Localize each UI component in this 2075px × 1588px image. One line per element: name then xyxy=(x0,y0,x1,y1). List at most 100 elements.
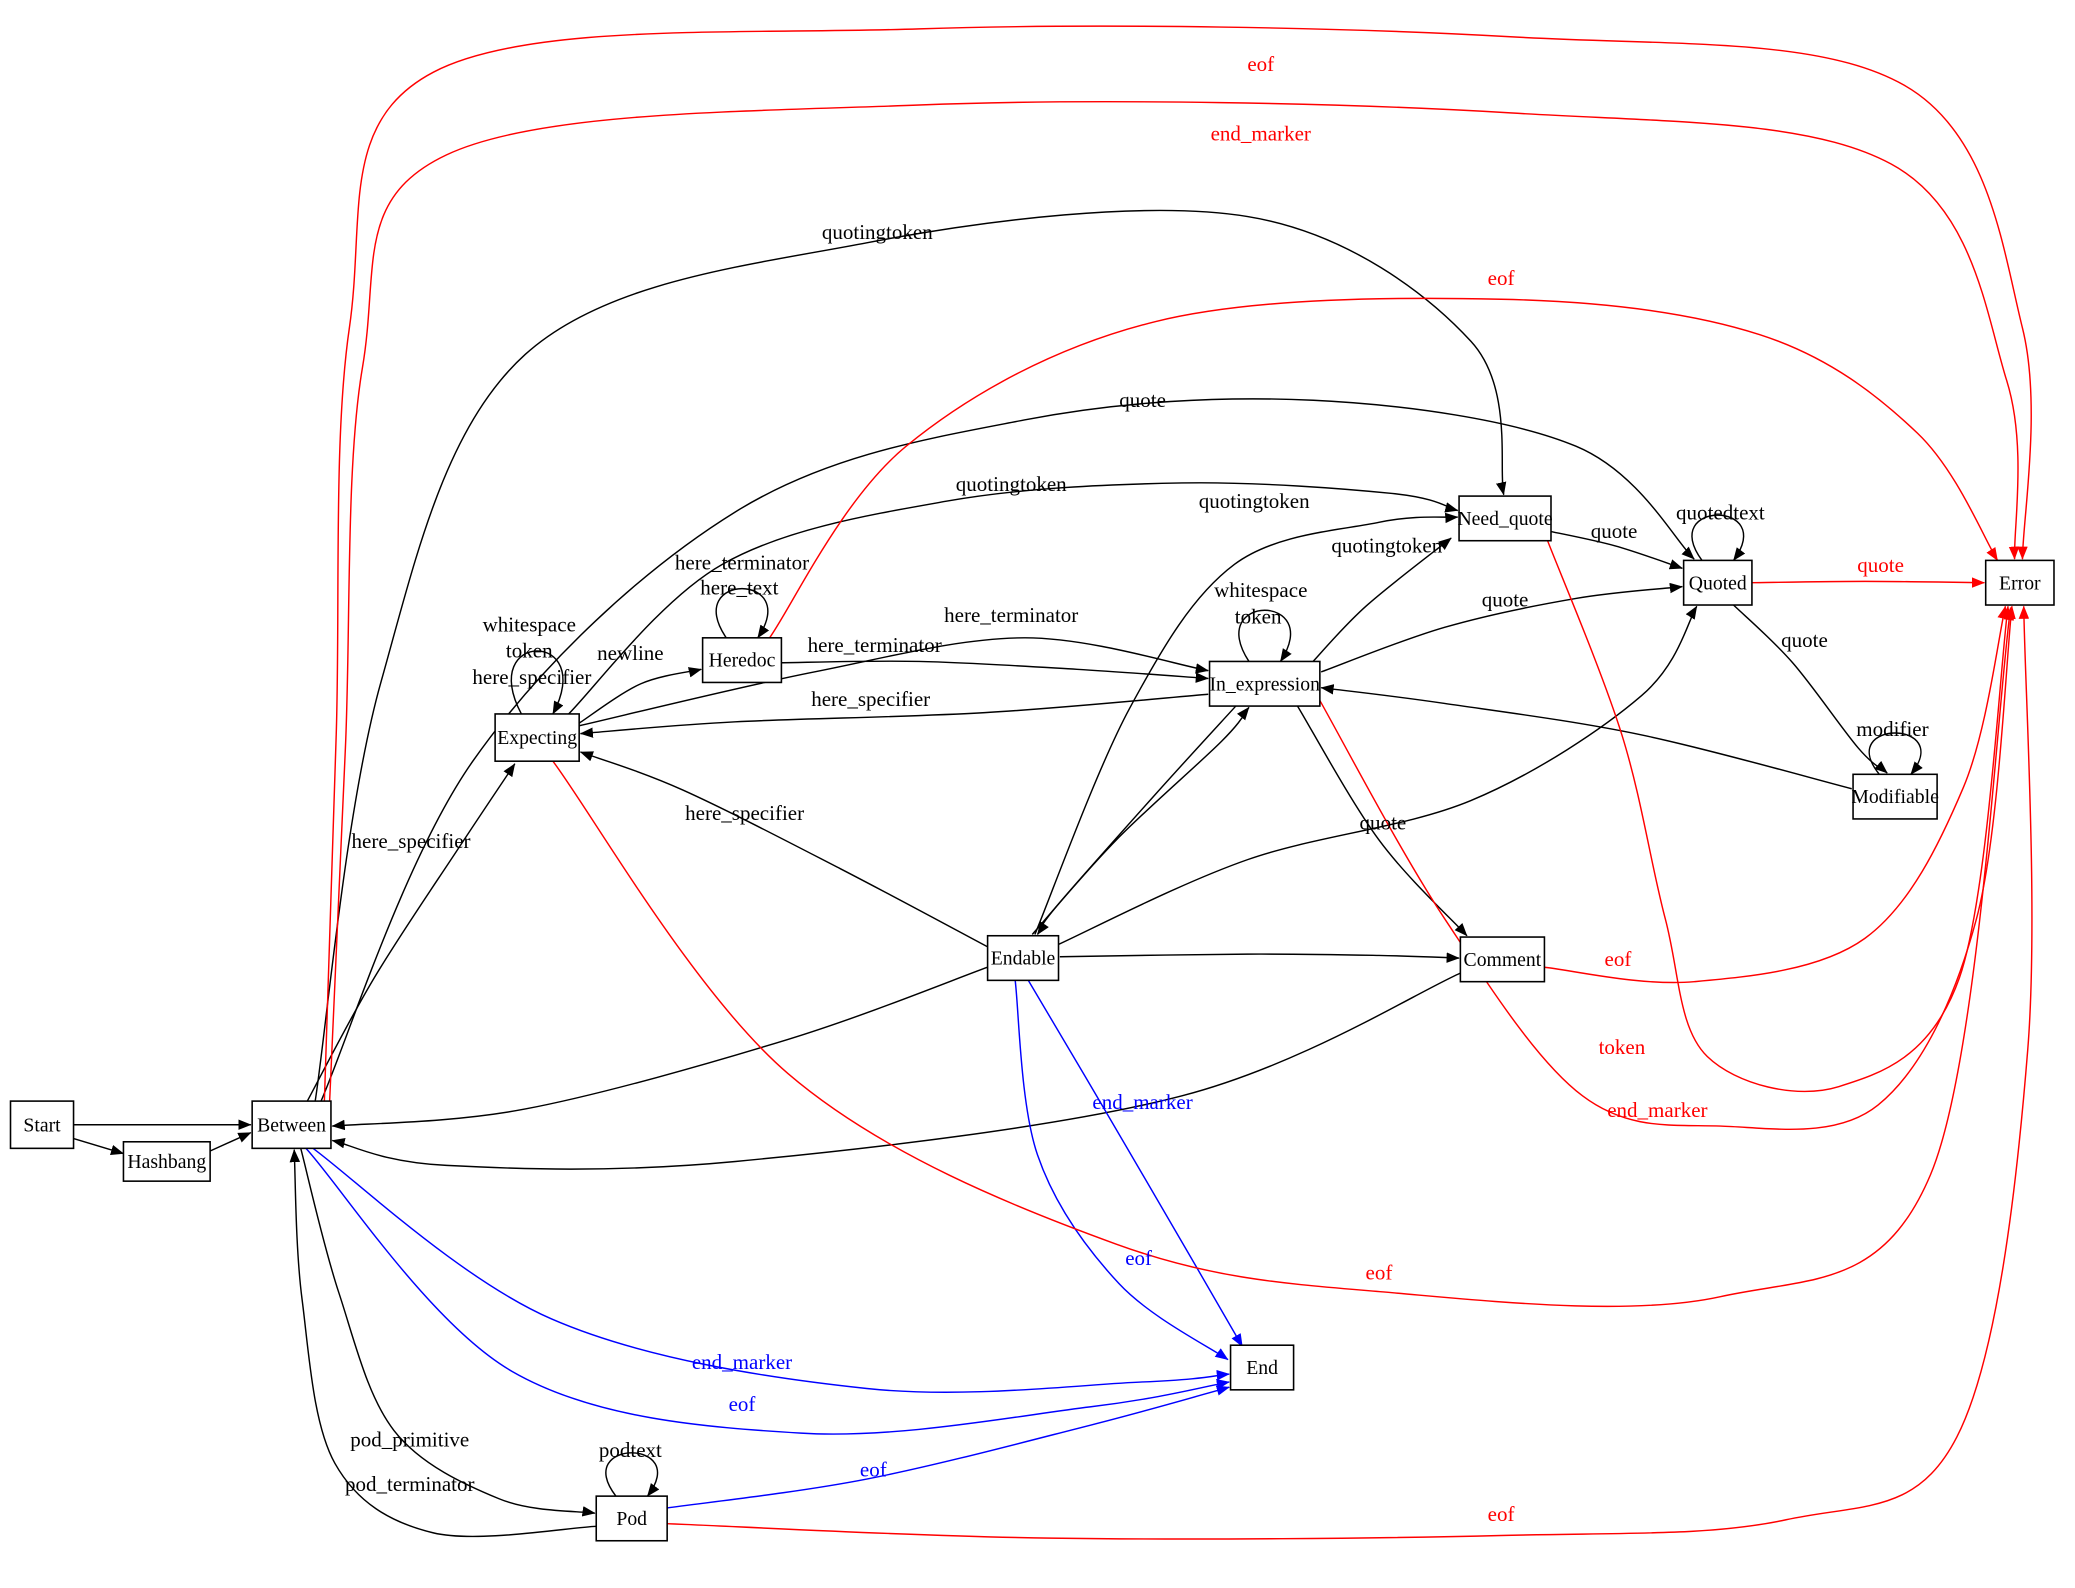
edge-endable-end-end_marker xyxy=(1027,979,1243,1348)
node-box-end xyxy=(1229,1344,1295,1391)
node-heredoc: Heredoc xyxy=(701,637,783,684)
edge-label-quotingtoken: quotingtoken xyxy=(822,220,933,244)
edge-label-here_specifier: here_specifier xyxy=(352,829,471,853)
node-box-start xyxy=(9,1100,75,1150)
edge-label-quote: quote xyxy=(1781,628,1828,652)
node-between: Between xyxy=(251,1100,332,1150)
node-box-heredoc xyxy=(701,637,783,684)
edge-label-here_specifier: here_specifier xyxy=(472,665,591,689)
edge-expecting-error-eof xyxy=(552,606,2015,1308)
edge-quoted-modifiable-quote xyxy=(1733,604,1888,774)
node-label-pod: Pod xyxy=(616,1508,647,1530)
edge-between-error-eof xyxy=(323,25,2032,1102)
edge-label-eof: eof xyxy=(729,1392,756,1416)
node-endable: Endable xyxy=(986,934,1060,982)
node-label-need_quote: Need_quote xyxy=(1457,508,1552,530)
edges-layer xyxy=(66,25,2033,1540)
edge-label-whitespace: whitespace xyxy=(483,612,576,636)
node-box-endable xyxy=(986,934,1060,982)
edge-expecting-in_expression-here_terminator xyxy=(579,637,1209,727)
edge-comment-error-eof xyxy=(1544,605,2008,984)
edge-heredoc-heredoc-here_terminator xyxy=(715,588,770,639)
edge-endable-between xyxy=(331,966,988,1131)
node-in_expression: In_expression xyxy=(1208,660,1321,707)
edge-pod-pod-podtext xyxy=(605,1452,660,1497)
edge-label-here_specifier: here_specifier xyxy=(811,687,930,711)
node-hashbang: Hashbang xyxy=(122,1140,211,1182)
node-box-need_quote xyxy=(1458,495,1552,542)
edge-label-eof: eof xyxy=(1247,52,1274,76)
node-box-pod xyxy=(595,1495,668,1542)
edge-heredoc-in_expression-here_terminator xyxy=(781,660,1209,683)
node-label-error: Error xyxy=(1999,572,2041,594)
edge-in_expression-endable xyxy=(1036,705,1237,935)
edge-pod-error-eof xyxy=(667,605,2033,1540)
node-modifiable: Modifiable xyxy=(1851,773,1939,820)
edge-between-quoted-quote xyxy=(319,398,1695,1103)
node-error: Error xyxy=(1984,559,2055,606)
edge-between-error-end_marker xyxy=(328,101,2020,1102)
node-box-expecting xyxy=(494,713,580,762)
edge-expecting-need_quote-quotingtoken xyxy=(566,482,1459,716)
node-start: Start xyxy=(9,1100,75,1150)
edge-label-quote: quote xyxy=(1591,519,1638,543)
node-comment: Comment xyxy=(1459,936,1546,983)
edge-label-quotingtoken: quotingtoken xyxy=(1331,534,1442,558)
edge-modifiable-in_expression xyxy=(1320,684,1852,790)
edge-label-modifier: modifier xyxy=(1856,717,1928,741)
edge-label-eof: eof xyxy=(860,1457,887,1481)
edge-endable-comment xyxy=(1059,952,1460,963)
edge-label-quote: quote xyxy=(1119,388,1166,412)
edge-label-quote: quote xyxy=(1482,587,1529,611)
edge-label-eof: eof xyxy=(1125,1246,1152,1270)
node-box-hashbang xyxy=(122,1140,211,1182)
edge-heredoc-error-eof xyxy=(769,297,1999,639)
edge-label-quotingtoken: quotingtoken xyxy=(1199,489,1310,513)
edge-label-pod_terminator: pod_terminator xyxy=(345,1472,475,1496)
edge-label-end_marker: end_marker xyxy=(692,1350,792,1374)
edge-quoted-quoted-quotedtext xyxy=(1691,514,1746,561)
edge-quoted-error-quote xyxy=(1751,577,1986,588)
edge-label-end_marker: end_marker xyxy=(1211,121,1311,145)
node-label-between: Between xyxy=(257,1114,326,1136)
edge-label-newline: newline xyxy=(597,641,664,665)
edge-labels-layer: here_specifierwhitespacetokenhere_specif… xyxy=(345,52,1929,1526)
edge-expecting-expecting-whitespace xyxy=(510,650,564,715)
edge-between-end-eof xyxy=(305,1147,1230,1435)
node-expecting: Expecting xyxy=(494,713,580,762)
edge-endable-need_quote-quotingtoken xyxy=(1034,512,1459,935)
node-box-comment xyxy=(1459,936,1546,983)
node-label-endable: Endable xyxy=(991,948,1056,970)
edge-label-here_terminator: here_terminator xyxy=(944,603,1078,627)
edge-comment-between xyxy=(331,971,1462,1170)
edge-label-here_terminator: here_terminator xyxy=(808,633,942,657)
edge-label-token: token xyxy=(1235,604,1282,628)
edge-hashbang-between xyxy=(209,1131,252,1152)
edge-endable-in_expression xyxy=(1031,706,1250,935)
edge-in_expression-expecting-here_specifier xyxy=(579,693,1209,738)
edge-label-quotedtext: quotedtext xyxy=(1676,501,1765,525)
edge-need_quote-error-token xyxy=(1546,539,2012,1093)
edge-pod-end-eof xyxy=(667,1385,1230,1509)
node-need_quote: Need_quote xyxy=(1457,495,1553,542)
node-label-start: Start xyxy=(23,1114,61,1136)
edge-label-whitespace: whitespace xyxy=(1214,578,1307,602)
edge-between-pod-pod_primitive xyxy=(300,1148,596,1517)
node-label-in_expression: In_expression xyxy=(1209,673,1320,695)
node-box-between xyxy=(251,1100,332,1150)
edge-label-token: token xyxy=(506,639,553,663)
edge-label-eof: eof xyxy=(1488,266,1515,290)
edge-expecting-heredoc-newline xyxy=(578,667,702,724)
edge-label-quote: quote xyxy=(1857,553,1904,577)
edge-in_expression-error-end_marker xyxy=(1317,605,2016,1131)
edge-label-here_text: here_text xyxy=(700,576,778,600)
edge-between-need_quote-quotingtoken xyxy=(314,209,1507,1102)
edge-endable-quoted-quote xyxy=(1054,605,1698,947)
edge-label-here_specifier: here_specifier xyxy=(685,801,804,825)
node-box-error xyxy=(1984,559,2055,606)
edge-endable-expecting-here_specifier xyxy=(579,751,990,949)
node-label-hashbang: Hashbang xyxy=(127,1151,206,1173)
